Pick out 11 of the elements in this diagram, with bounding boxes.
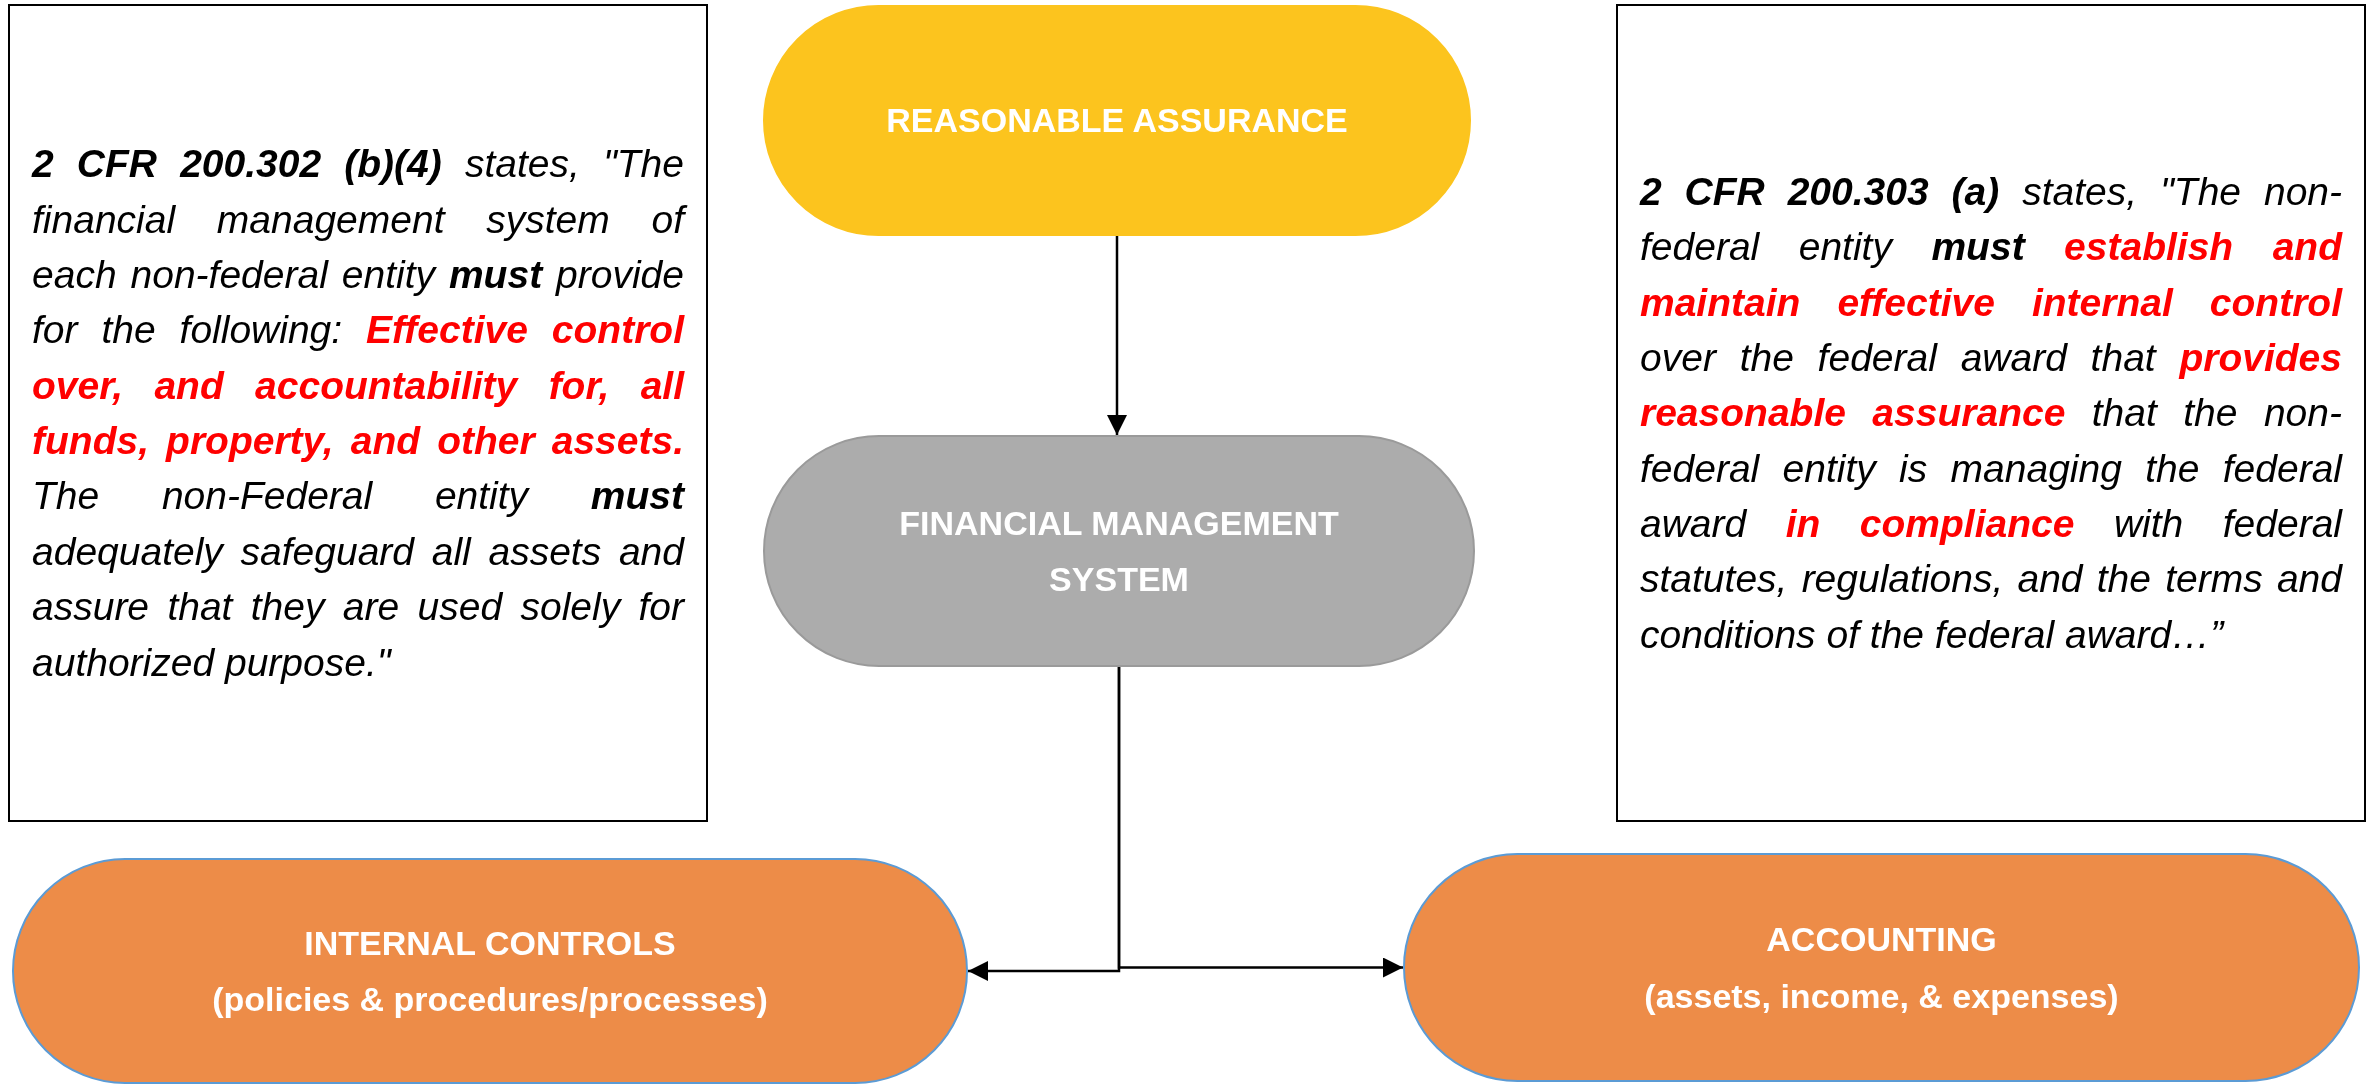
- pill-subtitle: (policies & procedures/processes): [212, 979, 768, 1020]
- pill-title: FINANCIAL MANAGEMENT SYSTEM: [898, 502, 1340, 600]
- quote-box: [8, 4, 708, 822]
- pill-subtitle: (assets, income, & expenses): [1644, 975, 2119, 1017]
- pill-title: INTERNAL CONTROLS: [304, 922, 676, 964]
- arrow: [1117, 667, 1403, 978]
- quote-text: 2 CFR 200.303 (a) states, "The non-federal entity must establish and maintain effective internal control over the federal award that provides reasonable assurance that the non-federal entity is managing the federal award in compliance with federal statutes, regulations, and the terms and conditions of the federal award…”: [1640, 168, 2342, 658]
- pill-title: REASONABLE ASSURANCE: [886, 100, 1348, 142]
- pill-title: ACCOUNTING: [1766, 919, 1997, 961]
- quote-box: [1616, 4, 2366, 822]
- arrow: [1107, 236, 1127, 435]
